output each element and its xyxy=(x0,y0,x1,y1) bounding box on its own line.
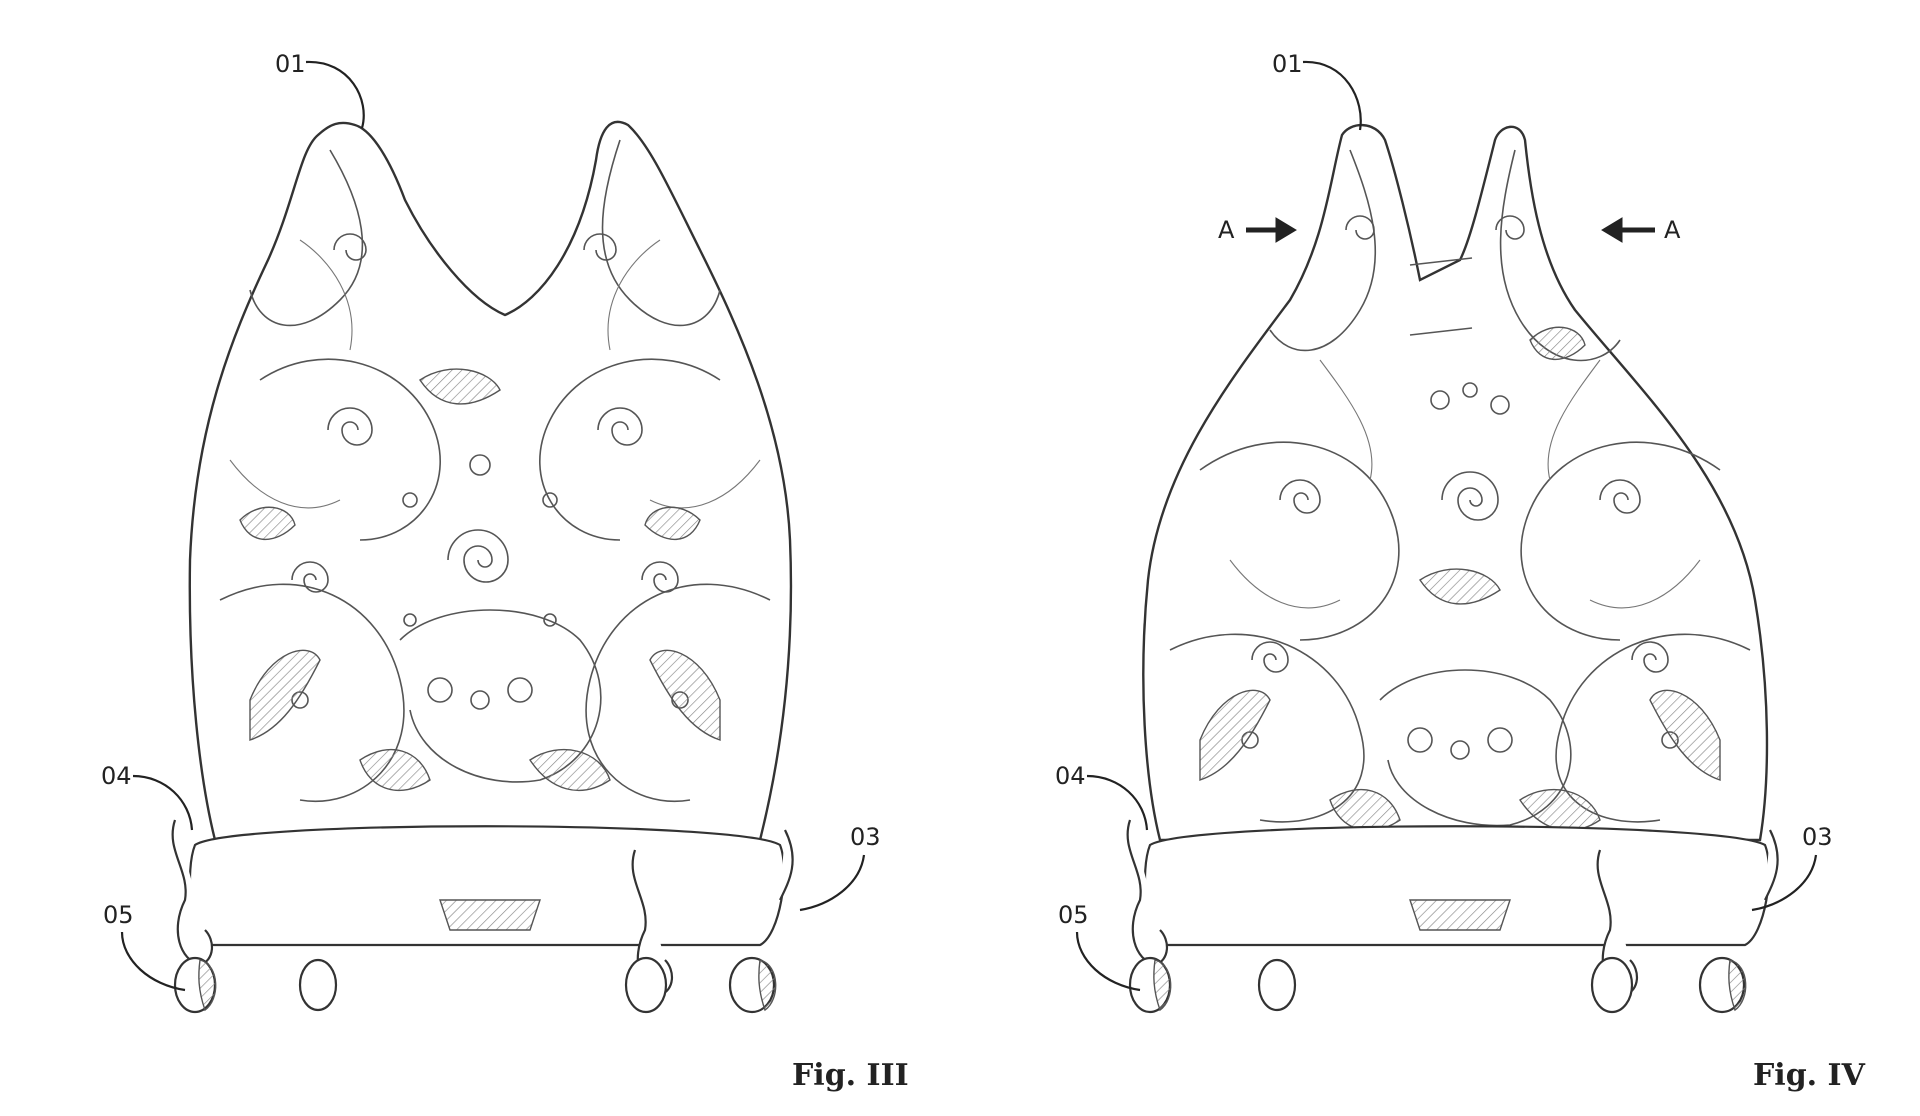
callout-04: 04 xyxy=(101,762,132,790)
callout-01: 01 xyxy=(1272,50,1303,78)
callout-05: 05 xyxy=(103,901,134,929)
figure-label: Fig. IV xyxy=(1753,1058,1866,1093)
leader-03 xyxy=(1751,854,1818,912)
lamp-shade-fig4 xyxy=(1142,123,1769,842)
lamp-base-fig4 xyxy=(1126,819,1779,1014)
callout-03: 03 xyxy=(850,823,881,851)
leader-04 xyxy=(1086,774,1149,831)
leader-01 xyxy=(305,60,365,129)
section-line-lower xyxy=(1409,327,1473,336)
section-arrow-left xyxy=(1246,217,1297,243)
figure-4: A A 01 04 05 03 Fig. IV xyxy=(1055,50,1866,1093)
leader-03 xyxy=(799,854,866,912)
callout-01: 01 xyxy=(275,50,306,78)
callout-03: 03 xyxy=(1802,823,1833,851)
section-line-upper xyxy=(1409,257,1473,266)
lamp-base-fig3 xyxy=(171,819,794,1014)
lamp-shade-fig3 xyxy=(188,120,793,842)
section-arrow-right xyxy=(1601,217,1655,243)
figure-3: 01 04 05 03 Fig. III xyxy=(101,50,909,1093)
callout-04: 04 xyxy=(1055,762,1086,790)
leader-04 xyxy=(132,774,194,831)
section-mark-right: A xyxy=(1664,216,1681,244)
lace-pattern-fig3 xyxy=(219,139,771,803)
section-mark-left: A xyxy=(1218,216,1235,244)
leader-05 xyxy=(120,931,186,992)
leader-05 xyxy=(1075,931,1141,992)
leader-01 xyxy=(1302,60,1362,131)
callout-05: 05 xyxy=(1058,901,1089,929)
figure-label: Fig. III xyxy=(792,1058,909,1093)
lace-pattern-fig4 xyxy=(1169,149,1751,832)
